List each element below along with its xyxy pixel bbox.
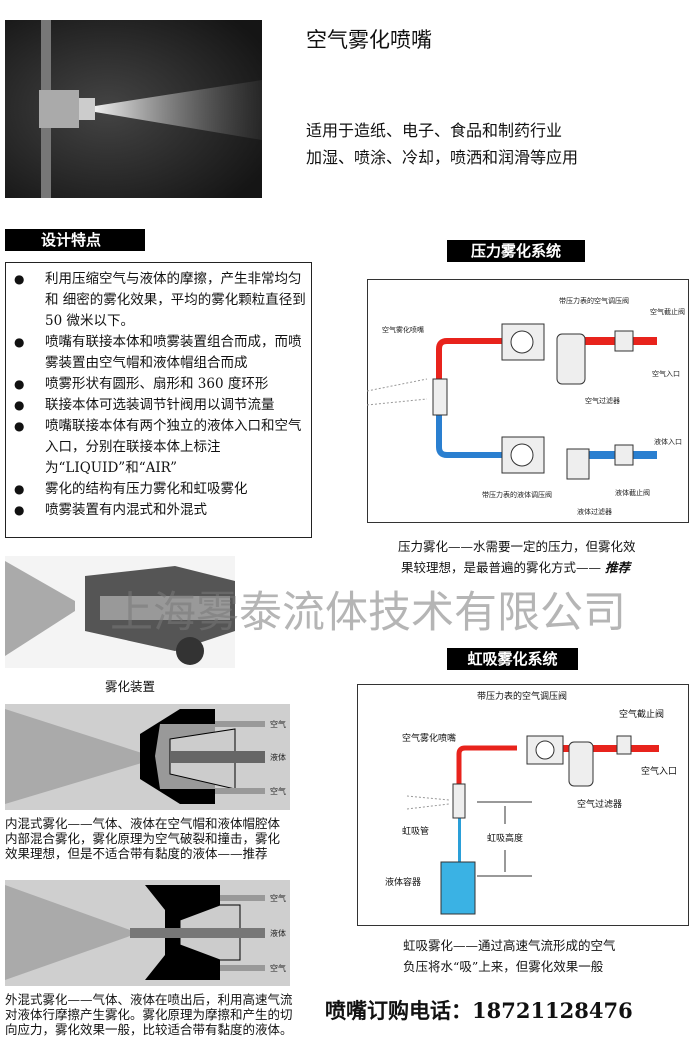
feature-item: 喷嘴有联接本体和喷雾装置组合而成，而喷雾装置由空气帽和液体帽组合而成 (6, 332, 311, 374)
application-line: 适用于造纸、电子、食品和制药行业 (306, 121, 563, 140)
caption-text: 果较理想，是最普遍的雾化方式—— (401, 560, 602, 575)
feature-item: 利用压缩空气与液体的摩擦，产生非常均匀和 细密的雾化效果，平均的雾化颗粒直径到 … (6, 269, 311, 332)
label-siphon-height: 虹吸高度 (487, 832, 523, 844)
label-air: 空气 (270, 719, 286, 729)
caption-line: 压力雾化——水需要一定的压力，但雾化效 (398, 539, 636, 554)
device-caption: 雾化装置 (105, 679, 156, 694)
label-air: 空气 (270, 963, 286, 973)
air-pipe (567, 337, 657, 345)
nozzle-icon (432, 378, 448, 416)
feature-item: 喷雾装置有内混式和外混式 (6, 500, 311, 521)
caption-line: 虹吸雾化——通过高速气流形成的空气 (403, 938, 616, 953)
recommend-label: 推荐 (605, 560, 631, 575)
label-air-regulator: 带压力表的空气调压阀 (477, 690, 567, 702)
air-filter-icon (556, 333, 586, 385)
caption-line: 对液体行摩擦产生雾化。雾化原理为摩擦和产生的切 (5, 1007, 293, 1022)
label-liquid-valve: 液体截止阀 (615, 488, 650, 497)
caption-line: 负压将水“吸”上来，但雾化效果一般 (403, 959, 604, 974)
air-pipe (456, 745, 517, 784)
internal-mix-caption: 内混式雾化——气体、液体在空气帽和液体帽腔体 内部混合雾化，雾化原理为空气破裂和… (5, 816, 280, 861)
siphon-caption: 虹吸雾化——通过高速气流形成的空气 负压将水“吸”上来，但雾化效果一般 (403, 935, 616, 977)
applications: 适用于造纸、电子、食品和制药行业 加湿、喷涂、冷却，喷洒和润滑等应用 (306, 117, 578, 171)
watermark: 上海雾泰流体技术有限公司 (110, 588, 626, 638)
external-mix-caption: 外混式雾化——气体、液体在喷出后，利用高速气流 对液体行摩擦产生雾化。雾化原理为… (5, 992, 293, 1037)
air-pipe (436, 338, 537, 379)
features-box: 利用压缩空气与液体的摩擦，产生非常均匀和 细密的雾化效果，平均的雾化颗粒直径到 … (5, 262, 312, 538)
feature-item: 喷雾形状有圆形、扇形和 360 度环形 (6, 374, 311, 395)
label-air-inlet: 空气入口 (641, 765, 677, 777)
internal-mix-diagram: 空气 液体 空气 (5, 704, 290, 810)
siphon-tube (458, 816, 461, 894)
feature-item: 喷嘴联接本体有两个独立的液体入口和空气入口，分别在联接本体上标注为“LIQUID… (6, 416, 311, 479)
external-mix-diagram: 空气 液体 空气 (5, 880, 290, 986)
label-air-inlet: 空气入口 (652, 369, 680, 378)
liquid-filter-icon (566, 448, 590, 480)
air-pipe (557, 745, 659, 752)
atomizing-device-image (5, 556, 235, 668)
order-phone: 喷嘴订购电话：18721128476 (325, 995, 633, 1025)
pressure-system-diagram: 空气雾化喷嘴 带压力表的空气调压阀 空气截止阀 空气入口 空气过滤器 液体入口 … (367, 279, 689, 523)
caption-line: 向应力，雾化效果一般，比较适合带有黏度的液体。 (5, 1022, 293, 1037)
label-liquid: 液体 (270, 752, 286, 762)
caption-line: 内部混合雾化，雾化原理为空气破裂和撞击，雾化 (5, 831, 281, 846)
liquid-pipe (567, 451, 657, 459)
caption-line: 果较理想，是最普遍的雾化方式—— 推荐 (398, 557, 636, 578)
page-title: 空气雾化喷嘴 (306, 28, 432, 52)
caption-line: 内混式雾化——气体、液体在空气帽和液体帽腔体 (5, 816, 281, 831)
label-air-valve: 空气截止阀 (650, 307, 685, 316)
siphon-system-diagram: 带压力表的空气调压阀 空气截止阀 空气雾化喷嘴 空气入口 空气过滤器 虹吸管 虹… (357, 684, 689, 926)
label-liquid-regulator: 带压力表的液体调压阀 (482, 490, 552, 499)
liquid-pipe (436, 414, 537, 458)
liquid-container-icon (440, 861, 476, 915)
label-air-regulator: 带压力表的空气调压阀 (559, 296, 629, 305)
label-siphon-tube: 虹吸管 (402, 825, 429, 837)
feature-item: 雾化的结构有压力雾化和虹吸雾化 (6, 479, 311, 500)
air-valve-icon (616, 735, 632, 755)
label-air-filter: 空气过滤器 (585, 396, 620, 405)
application-line: 加湿、喷涂、冷却，喷洒和润滑等应用 (306, 148, 579, 167)
nozzle-icon (452, 783, 466, 819)
caption-line: 外混式雾化——气体、液体在喷出后，利用高速气流 (5, 992, 293, 1007)
pressure-caption: 压力雾化——水需要一定的压力，但雾化效 果较理想，是最普遍的雾化方式—— 推荐 (398, 536, 636, 578)
phone-number: 18721128476 (472, 998, 633, 1023)
pressure-system-heading: 压力雾化系统 (447, 240, 585, 262)
phone-label: 喷嘴订购电话： (325, 998, 472, 1023)
nozzle-spray-photo (5, 20, 262, 198)
label-air: 空气 (270, 786, 286, 796)
label-air: 空气 (270, 893, 286, 903)
features-heading: 设计特点 (5, 229, 145, 251)
label-liquid-container: 液体容器 (385, 876, 421, 888)
feature-item: 联接本体可选装调节针阀用以调节流量 (6, 395, 311, 416)
label-liquid-filter: 液体过滤器 (577, 507, 612, 516)
label-nozzle: 空气雾化喷嘴 (382, 325, 424, 334)
label-air-valve: 空气截止阀 (619, 708, 664, 720)
liquid-valve-icon (614, 444, 634, 466)
label-nozzle: 空气雾化喷嘴 (402, 732, 456, 744)
air-filter-icon (568, 741, 594, 787)
air-valve-icon (614, 330, 634, 352)
label-liquid: 液体 (270, 928, 286, 938)
label-liquid-inlet: 液体入口 (654, 437, 682, 446)
caption-line: 效果理想，但是不适合带有黏度的液体——推荐 (5, 846, 268, 861)
siphon-system-heading: 虹吸雾化系统 (447, 648, 578, 670)
label-air-filter: 空气过滤器 (577, 798, 622, 810)
